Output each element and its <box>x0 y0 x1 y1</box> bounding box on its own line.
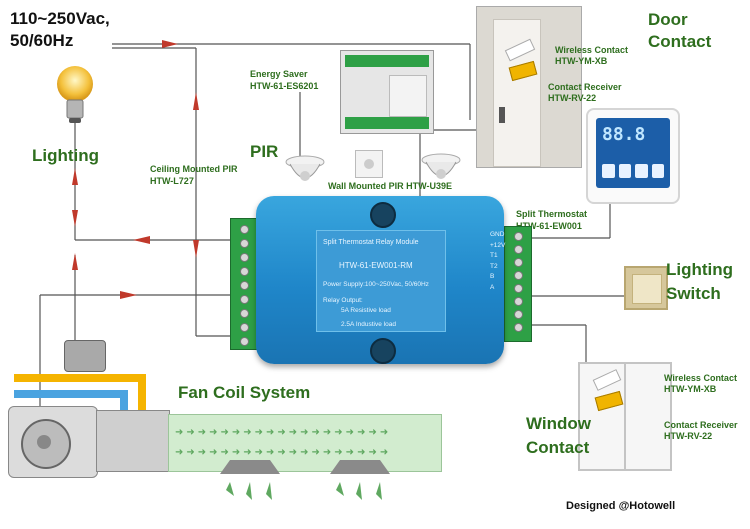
window-receiver-label: Contact Receiver HTW-RV-22 <box>664 420 738 442</box>
door-contact-title: Door <box>648 10 688 29</box>
door-receiver-title: Contact Receiver <box>548 82 622 92</box>
hot-pipe <box>138 374 146 444</box>
window-wireless-model: HTW-YM-XB <box>664 384 717 394</box>
current-arrow <box>133 236 150 244</box>
module-supply: Power Supply:100~250Vac, 50/60Hz <box>323 281 429 288</box>
left-terminal-block <box>230 218 258 350</box>
module-terminal-labels: GND +12V T1 T2 B A <box>490 230 505 294</box>
fan-coil-casing <box>96 410 170 472</box>
door-receiver-model: HTW-RV-22 <box>548 93 597 103</box>
window-wireless-label: Wireless Contact HTW-YM-XB <box>664 373 737 395</box>
thermostat-device: 88.8 <box>586 108 680 204</box>
module-name: Split Thermostat Relay Module <box>323 239 419 246</box>
terminal-label: B <box>490 273 495 281</box>
terminal-label: GND <box>490 231 505 238</box>
energy-saver-label-plate <box>389 75 427 117</box>
current-arrow <box>193 92 199 110</box>
air-duct: ➜➜➜➜➜➜➜➜➜➜➜➜➜➜➜➜➜➜➜ ➜➜➜➜➜➜➜➜➜➜➜➜➜➜➜➜➜➜➜ <box>168 414 442 472</box>
energy-saver-device <box>340 50 434 134</box>
module-top-knob <box>370 202 396 228</box>
thermostat-screen: 88.8 <box>596 118 670 188</box>
current-arrow <box>193 240 199 258</box>
module-relay-title: Relay Output: <box>323 297 363 304</box>
window-photo <box>578 362 672 471</box>
energy-saver-label: Energy Saver HTW-61-ES6201 <box>250 68 318 92</box>
cold-pipe <box>14 390 126 398</box>
air-outlet-icons <box>220 460 390 500</box>
window-receiver-model: HTW-RV-22 <box>664 431 713 441</box>
ceiling-pir-model: HTW-L727 <box>150 176 194 186</box>
energy-saver-model: HTW-61-ES6201 <box>250 81 319 91</box>
thermostat-buttons <box>602 164 664 178</box>
terminal-label: +12V <box>490 241 506 249</box>
airflow-arrows: ➜➜➜➜➜➜➜➜➜➜➜➜➜➜➜➜➜➜➜ <box>175 447 392 458</box>
energy-saver-terminal <box>345 55 429 67</box>
door-handle <box>499 107 505 123</box>
wall-pir-label: Wall Mounted PIR HTW-U39E <box>328 181 452 191</box>
power-supply-label: 110~250Vac, 50/60Hz <box>10 8 110 52</box>
right-terminal-block <box>504 226 532 342</box>
current-arrow <box>72 253 78 270</box>
module-resistive-load: 5A Resistive load <box>341 307 391 314</box>
terminal-label: A <box>490 283 495 291</box>
door-wireless-model: HTW-YM-XB <box>555 56 608 66</box>
window-receiver-title: Contact Receiver <box>664 420 738 430</box>
thermostat-model: HTW-61-EW001 <box>516 221 582 231</box>
module-inductive-load: 2.5A Industive load <box>341 321 396 328</box>
ceiling-pir-title: Ceiling Mounted PIR <box>150 164 238 174</box>
hot-pipe <box>14 374 144 382</box>
current-arrow <box>72 210 78 227</box>
ceiling-pir-sensor-icon <box>285 155 325 181</box>
lighting-switch-subtitle: Switch <box>666 284 721 303</box>
window-contact-label: Window Contact <box>526 412 591 460</box>
ceiling-pir-sensor-icon-2 <box>421 153 461 179</box>
airflow-arrows: ➜➜➜➜➜➜➜➜➜➜➜➜➜➜➜➜➜➜➜ <box>175 427 392 438</box>
module-bottom-knob <box>370 338 396 364</box>
door-wireless-label: Wireless Contact HTW-YM-XB <box>555 45 628 67</box>
door-contact-label: Door Contact <box>648 9 711 53</box>
door-receiver-label: Contact Receiver HTW-RV-22 <box>548 82 622 104</box>
lighting-switch-device <box>624 266 668 310</box>
lighting-switch-label: Lighting Switch <box>666 258 733 306</box>
designer-credit: Designed @Hotowell <box>566 500 676 512</box>
current-arrow <box>72 168 78 185</box>
valve-actuator-icon <box>64 340 106 372</box>
door-photo <box>476 6 582 168</box>
power-frequency: 50/60Hz <box>10 31 74 50</box>
energy-saver-title: Energy Saver <box>250 69 308 79</box>
fan-coil-label: Fan Coil System <box>178 383 311 402</box>
door-wireless-title: Wireless Contact <box>555 45 628 55</box>
energy-saver-terminal <box>345 117 429 129</box>
thermostat-title: Split Thermostat <box>516 209 588 219</box>
module-label-panel: Split Thermostat Relay Module HTW-61-EW0… <box>316 230 446 332</box>
terminal-label: T2 <box>490 262 498 270</box>
pir-label: PIR <box>250 142 279 161</box>
current-arrow <box>120 291 137 299</box>
ceiling-pir-label: Ceiling Mounted PIR HTW-L727 <box>150 163 238 187</box>
window-contact-title: Window <box>526 414 591 433</box>
door-contact-subtitle: Contact <box>648 32 712 51</box>
power-voltage: 110~250Vac, <box>10 9 110 28</box>
window-contact-subtitle: Contact <box>526 438 590 457</box>
current-arrow <box>162 40 178 48</box>
thermostat-display: 88.8 <box>602 124 646 145</box>
lighting-switch-title: Lighting <box>666 260 734 279</box>
lighting-label: Lighting <box>32 146 100 165</box>
relay-module: Split Thermostat Relay Module HTW-61-EW0… <box>256 196 505 364</box>
wall-pir-sensor-icon <box>355 150 383 178</box>
door-panel <box>493 19 541 167</box>
light-bulb-icon <box>57 66 93 123</box>
window-wireless-title: Wireless Contact <box>664 373 737 383</box>
module-model: HTW-61-EW001-RM <box>339 261 413 270</box>
thermostat-label: Split Thermostat HTW-61-EW001 <box>516 208 587 232</box>
fan-blower-icon <box>8 406 98 478</box>
terminal-label: T1 <box>490 252 498 260</box>
